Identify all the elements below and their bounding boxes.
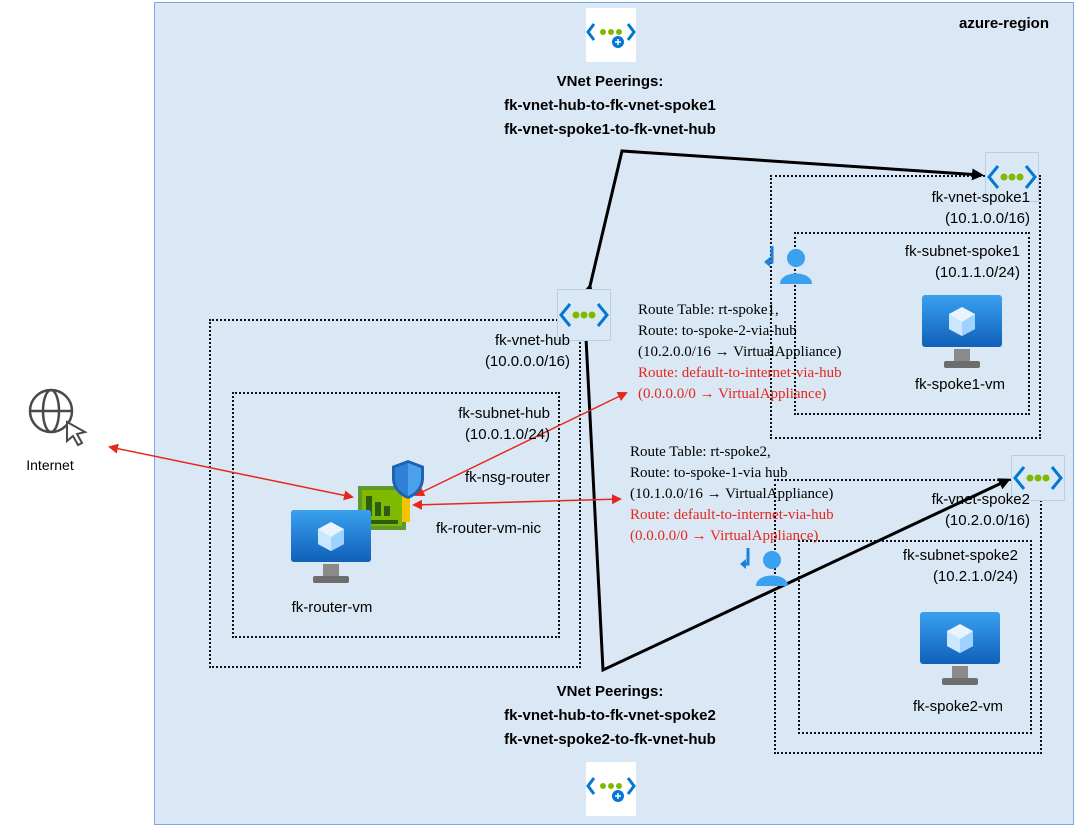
spoke2-subnet-label: fk-subnet-spoke2 (10.2.1.0/24) [818,545,1018,587]
vnet-icon [557,289,611,341]
hub-subnet-label: fk-subnet-hub (10.0.1.0/24) [350,403,550,445]
hub-vnet-cidr: (10.0.0.0/16) [484,353,570,370]
hub-vnet-name: fk-vnet-hub [494,332,570,349]
spoke2-vnet-label: fk-vnet-spoke2 (10.2.0.0/16) [830,489,1030,531]
internet-label: Internet [26,457,74,473]
hub-subnet-box [232,392,560,638]
vm-icon [920,293,1004,373]
spoke2-vm-label: fk-spoke2-vm [912,698,1004,715]
peerings-bottom-title: VNet Peerings: [556,683,664,700]
spoke1-vm-label: fk-spoke1-vm [914,376,1006,393]
rt2-line3: (10.1.0.0/16 → VirtualAppliance) [630,486,834,502]
peering-icon [586,8,636,62]
nic-label: fk-router-vm-nic [435,520,541,537]
rt2-line5: (0.0.0.0/0 → VirtualAppliance) [630,528,819,544]
spoke2-subnet-cidr: (10.2.1.0/24) [932,568,1018,585]
rt-spoke2-arrow [412,494,622,510]
route-table-icon [764,244,816,286]
spoke1-subnet-cidr: (10.1.1.0/24) [934,264,1020,281]
hub-vnet-label: fk-vnet-hub (10.0.0.0/16) [370,330,570,372]
nsg-label: fk-nsg-router [464,469,550,486]
vm-icon [918,610,1002,690]
globe-cursor-icon [15,384,91,450]
peering-arrow-spoke1 [582,149,984,297]
rt1-line2: Route: to-spoke-2-via-hub [638,323,797,339]
rt2-line4: Route: default-to-internet-via-hub [630,507,834,523]
rt1-line5: (0.0.0.0/0 → VirtualAppliance) [638,386,827,402]
peerings-top-title: VNet Peerings: [556,73,664,90]
spoke1-subnet-name: fk-subnet-spoke1 [904,243,1020,260]
hub-subnet-name: fk-subnet-hub [458,405,550,422]
peerings-top-label: VNet Peerings: fk-vnet-hub-to-fk-vnet-sp… [440,70,780,142]
vm-icon [289,508,373,588]
route-table-1-text: Route Table: rt-spoke1, Route: to-spoke-… [638,300,842,405]
peerings-top-line1: fk-vnet-hub-to-fk-vnet-spoke1 [504,97,716,114]
hub-subnet-cidr: (10.0.1.0/24) [464,426,550,443]
spoke1-vnet-cidr: (10.1.0.0/16) [944,210,1030,227]
spoke1-subnet-label: fk-subnet-spoke1 (10.1.1.0/24) [820,241,1020,283]
peerings-bottom-line1: fk-vnet-hub-to-fk-vnet-spoke2 [504,707,716,724]
peerings-top-line2: fk-vnet-spoke1-to-fk-vnet-hub [504,121,716,138]
spoke2-subnet-name: fk-subnet-spoke2 [902,547,1018,564]
nsg-shield-icon [390,458,426,500]
rt-spoke1-arrow [414,391,628,497]
vnet-icon [985,152,1039,202]
route-table-2-text: Route Table: rt-spoke2, Route: to-spoke-… [630,442,834,547]
router-vm-label: fk-router-vm [291,599,373,616]
rt1-line3: (10.2.0.0/16 → VirtualAppliance) [638,344,842,360]
spoke1-vnet-name: fk-vnet-spoke1 [931,189,1030,206]
spoke2-vnet-name: fk-vnet-spoke2 [931,491,1030,508]
spoke2-vnet-cidr: (10.2.0.0/16) [944,512,1030,529]
spoke1-vnet-label: fk-vnet-spoke1 (10.1.0.0/16) [830,187,1030,229]
route-table-icon [740,546,792,588]
vnet-icon [1011,455,1065,501]
internet-route-arrow [108,443,354,501]
peering-icon [586,762,636,816]
peerings-bottom-line2: fk-vnet-spoke2-to-fk-vnet-hub [504,731,716,748]
spoke2-subnet-box [798,540,1032,734]
rt1-line1: Route Table: rt-spoke1, [638,302,779,318]
rt2-line1: Route Table: rt-spoke2, [630,444,771,460]
region-label: azure-region [958,15,1049,32]
peerings-bottom-label: VNet Peerings: fk-vnet-hub-to-fk-vnet-sp… [440,680,780,752]
rt2-line2: Route: to-spoke-1-via hub [630,465,788,481]
rt1-line4: Route: default-to-internet-via-hub [638,365,842,381]
